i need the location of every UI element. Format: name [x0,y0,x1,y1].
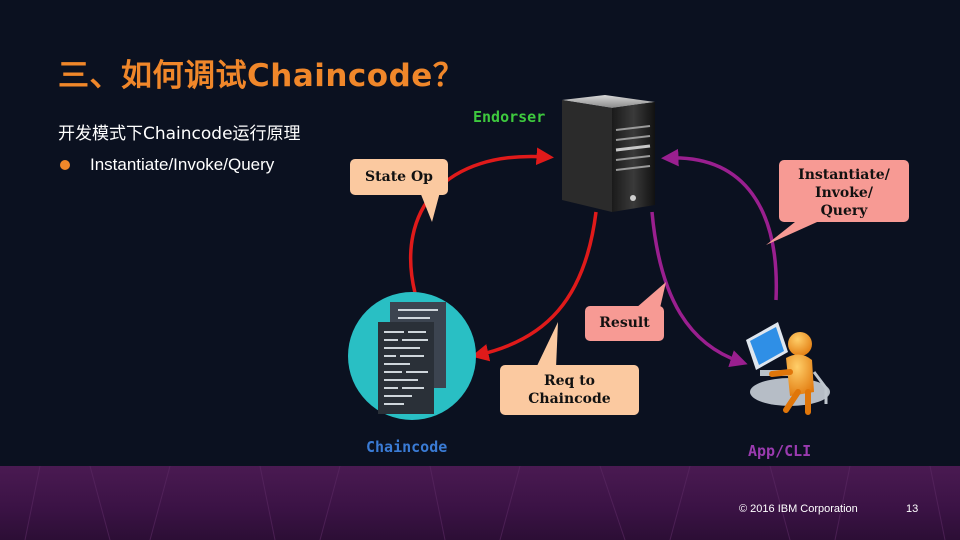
result-label: Result [599,315,650,331]
app-cli-label: App/CLI [748,442,812,460]
bullet-item: Instantiate/Invoke/Query [58,155,274,175]
result-callout [585,282,666,341]
instantiate-invoke-query-callout [766,160,909,245]
app-request-arrow [661,148,779,301]
endorser-label: Endorser [473,108,546,126]
slide-title: 三、如何调试Chaincode？ [58,58,465,94]
state-op-callout [350,159,448,222]
req-to-chaincode-arrow [471,211,598,362]
server-icon [562,95,655,212]
instantiate-line-1: Instantiate/ [798,167,890,183]
chaincode-label: Chaincode [366,438,448,456]
slide-subtitle: 开发模式下Chaincode运行原理 [58,124,301,144]
req-line-1: Req to [543,373,595,389]
footer-page-number: 13 [906,503,919,515]
bullet-dot-icon [60,160,70,170]
person-at-computer-icon [746,322,830,415]
result-arrow [650,211,748,367]
footer-copyright: © 2016 IBM Corporation [739,503,858,515]
instantiate-line-2: Invoke/ [815,185,873,201]
instantiate-line-3: Query [820,203,868,219]
req-line-2: Chaincode [528,391,611,407]
code-document-icon [348,292,476,420]
instantiate-label: Instantiate/ Invoke/ Query [779,166,909,220]
req-to-chaincode-label: Req to Chaincode [500,372,639,408]
footer-texture [24,466,946,540]
footer-band [0,466,960,540]
req-to-chaincode-callout [500,322,639,415]
state-op-label: State Op [365,169,433,185]
bullet-text: Instantiate/Invoke/Query [90,155,275,174]
